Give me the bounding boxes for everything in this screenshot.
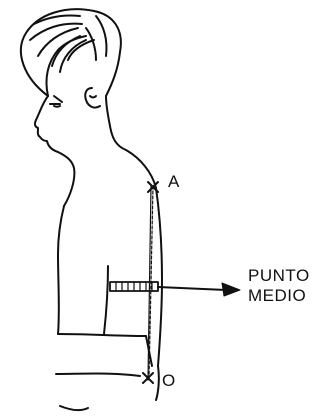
midpoint-label-line2: MEDIO [248,286,310,306]
head-outline [35,96,156,206]
face-details [50,88,100,108]
point-a-label: A [168,172,180,192]
hair [21,9,121,96]
midpoint-label: PUNTO MEDIO [248,266,310,306]
point-o-label: O [162,371,176,391]
midpoint-arrow [158,283,240,296]
midpoint-label-line1: PUNTO [248,266,310,286]
